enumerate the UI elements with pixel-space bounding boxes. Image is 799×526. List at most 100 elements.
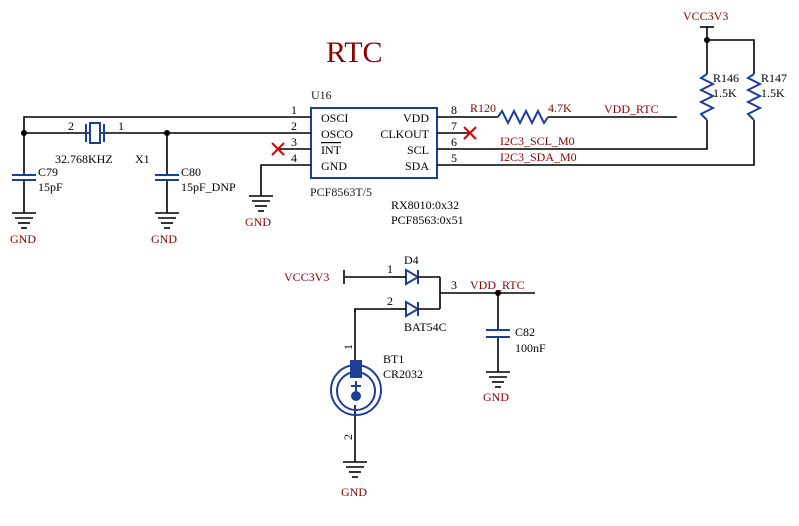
schematic-title: RTC xyxy=(326,36,383,69)
u16-pin2-name: OSCO xyxy=(321,127,353,141)
vcc3v3-top-symbol: VCC3V3 xyxy=(683,9,728,28)
junction-c80 xyxy=(164,130,170,136)
u16-pin7-name: CLKOUT xyxy=(380,127,429,141)
d4-pin3: 3 xyxy=(451,278,457,292)
u16-pin1-num: 1 xyxy=(291,103,297,117)
gnd-c82: GND xyxy=(483,371,510,404)
nc-stroke-b xyxy=(271,142,285,156)
r147-value: 1.5K xyxy=(761,86,785,100)
net-vdd-rtc-top: VDD_RTC xyxy=(604,102,659,116)
r147-resistor: R147 1.5K xyxy=(745,71,787,121)
u16-pin2-num: 2 xyxy=(291,119,297,133)
u16-pin5-name: SDA xyxy=(405,159,429,173)
c80-value: 15pF_DNP xyxy=(181,180,236,194)
c82-capacitor: C82 100nF xyxy=(486,325,546,355)
d4-diode: D4 BAT54C 1 2 3 xyxy=(387,253,457,334)
c79-capacitor: C79 15pF xyxy=(12,165,63,194)
u16-pin6-name: SCL xyxy=(407,143,429,157)
gnd-label-c79: GND xyxy=(10,232,36,246)
bt1-pin2: 2 xyxy=(341,434,355,440)
junction-c82 xyxy=(495,290,501,296)
r120-value: 4.7K xyxy=(548,101,572,115)
wire-sda xyxy=(437,120,755,166)
c80-capacitor: C80 15pF_DNP xyxy=(155,165,236,194)
d4-ref: D4 xyxy=(404,253,419,267)
u16-pin5-num: 5 xyxy=(451,151,457,165)
c79-value: 15pF xyxy=(38,180,63,194)
vcc3v3-diode-label: VCC3V3 xyxy=(284,270,329,284)
wire-gnd-u16 xyxy=(260,164,311,196)
no-connect-int xyxy=(271,142,285,156)
u16-pin3-num: 3 xyxy=(291,135,297,149)
gnd-label-u16: GND xyxy=(245,215,271,229)
bt1-pin1: 1 xyxy=(341,344,355,350)
vcc3v3-top-label: VCC3V3 xyxy=(683,9,728,23)
d4-part: BAT54C xyxy=(404,320,447,334)
junction-vcc xyxy=(704,37,710,43)
gnd-label-c82: GND xyxy=(483,390,509,404)
gnd-u16: GND xyxy=(245,195,273,229)
net-vdd-rtc-bottom: VDD_RTC xyxy=(470,278,525,292)
d4-pin2: 2 xyxy=(387,294,393,308)
x1-crystal: 2 1 32.768KHZ X1 xyxy=(55,119,150,166)
r146-resistor: R146 1.5K xyxy=(698,71,739,121)
r120-resistor: R120 4.7K xyxy=(470,101,572,126)
x1-value: 32.768KHZ xyxy=(55,152,113,166)
bt1-contact xyxy=(351,391,361,401)
vcc3v3-diode-symbol: VCC3V3 xyxy=(284,270,345,284)
nc-stroke-b xyxy=(463,126,477,140)
u16-note-rx8010: RX8010:0x32 xyxy=(391,198,459,212)
r146-value: 1.5K xyxy=(713,86,737,100)
c80-ref: C80 xyxy=(181,165,201,179)
u16-pin8-name: VDD xyxy=(403,111,429,125)
gnd-label-c80: GND xyxy=(151,232,177,246)
u16-pin3-name: INT xyxy=(321,143,342,157)
x1-pin-a: 2 xyxy=(68,119,74,133)
u16-pin6-num: 6 xyxy=(451,135,457,149)
c79-ref: C79 xyxy=(38,165,58,179)
bt1-battery: BT1 CR2032 1 2 xyxy=(330,344,423,440)
c82-value: 100nF xyxy=(515,341,546,355)
u16-pin7-num: 7 xyxy=(451,119,457,133)
gnd-c79: GND xyxy=(10,212,36,246)
wires xyxy=(23,27,755,462)
x1-ref: X1 xyxy=(135,152,150,166)
gnd-label-bt1: GND xyxy=(341,485,367,499)
gnd-bt1: GND xyxy=(341,461,367,499)
c82-ref: C82 xyxy=(515,325,535,339)
junctions xyxy=(21,37,710,296)
u16-pin4-num: 4 xyxy=(291,151,297,165)
r120-zigzag xyxy=(497,108,549,126)
x1-body xyxy=(89,122,101,144)
u16-body xyxy=(310,107,438,179)
r147-zigzag xyxy=(745,73,763,121)
d4-pin1: 1 xyxy=(387,262,393,276)
r120-ref: R120 xyxy=(470,101,496,115)
wire-vcc-r147 xyxy=(707,39,755,74)
bt1-terminal xyxy=(350,360,362,378)
gnd-c80: GND xyxy=(151,212,179,246)
r147-ref: R147 xyxy=(761,71,787,85)
u16-pin1-name: OSCI xyxy=(321,111,348,125)
no-connect-clkout xyxy=(463,126,477,140)
net-i2c3-sda: I2C3_SDA_M0 xyxy=(500,150,577,164)
wire-osci xyxy=(23,116,311,132)
r146-ref: R146 xyxy=(713,71,739,85)
u16-chip: U16 PCF8563T/5 OSCI OSCO INT GND VDD CLK… xyxy=(291,88,464,227)
u16-ref: U16 xyxy=(311,88,332,102)
u16-pin4-name: GND xyxy=(321,159,347,173)
bt1-part: CR2032 xyxy=(383,367,423,381)
d4-anode-b xyxy=(405,300,420,318)
u16-note-pcf8563: PCF8563:0x51 xyxy=(391,213,464,227)
wire-scl xyxy=(437,120,708,150)
x1-pin-b: 1 xyxy=(118,119,124,133)
net-i2c3-scl: I2C3_SCL_M0 xyxy=(500,134,575,148)
u16-pin8-num: 8 xyxy=(451,103,457,117)
junction-c79 xyxy=(21,130,27,136)
bt1-ref: BT1 xyxy=(383,352,404,366)
wire-bt1-d4 xyxy=(354,308,392,312)
r146-zigzag xyxy=(698,73,716,121)
u16-part: PCF8563T/5 xyxy=(310,185,372,199)
d4-anode-a xyxy=(405,268,420,286)
